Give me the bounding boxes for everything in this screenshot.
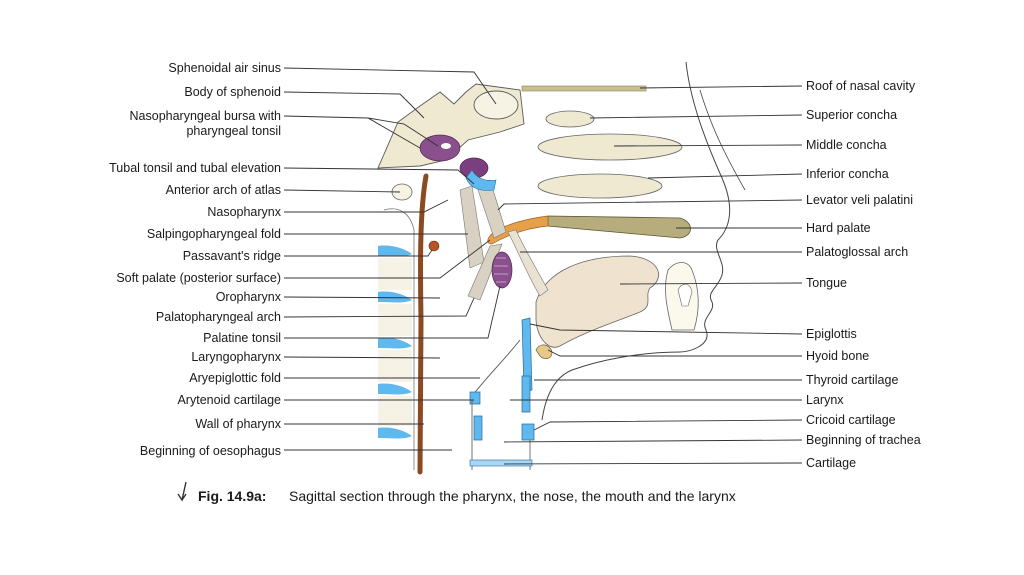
label-nasopharyngeal-bursa: Nasopharyngeal bursa with (130, 109, 282, 123)
soft-palate (487, 215, 549, 245)
pharyngeal-tonsil (419, 134, 461, 162)
label-thyroid-cartilage: Thyroid cartilage (806, 373, 898, 387)
right-labels: Roof of nasal cavity Superior concha Mid… (806, 79, 921, 470)
label-sphenoidal-air-sinus: Sphenoidal air sinus (168, 61, 281, 75)
arytenoid-lower (473, 415, 483, 441)
label-roof-of-nasal-cavity: Roof of nasal cavity (806, 79, 916, 93)
palatopharyngeal-arch-shape (467, 243, 503, 301)
inferior-concha (537, 173, 663, 199)
label-wall-of-pharynx: Wall of pharynx (195, 417, 281, 431)
label-salpingopharyngeal-fold: Salpingopharyngeal fold (147, 227, 281, 241)
left-leader-lines (283, 67, 501, 451)
incisor-shape (677, 283, 693, 307)
vertebral-discs (378, 245, 412, 439)
label-beginning-of-oesophagus: Beginning of oesophagus (140, 444, 281, 458)
label-inferior-concha: Inferior concha (806, 167, 889, 181)
tubal-elevation (465, 169, 497, 191)
label-levator-veli-palatini: Levator veli palatini (806, 193, 913, 207)
roof-of-nasal-cavity (521, 85, 647, 92)
label-nasopharynx: Nasopharynx (207, 205, 281, 219)
label-larynx: Larynx (806, 393, 844, 407)
label-pharyngeal-tonsil: pharyngeal tonsil (186, 124, 281, 138)
label-palatopharyngeal-arch: Palatopharyngeal arch (156, 310, 281, 324)
cricoid-cartilage (521, 423, 535, 441)
pharynx-wall (417, 173, 429, 475)
label-palatine-tonsil: Palatine tonsil (203, 331, 281, 345)
tracheal-cartilage (469, 459, 533, 467)
salpingopharyngeal-fold-shape (459, 185, 485, 269)
arytenoid-cartilage (469, 391, 481, 405)
label-hard-palate: Hard palate (806, 221, 871, 235)
nasal-back-line (699, 89, 746, 191)
label-aryepiglottic-fold: Aryepiglottic fold (189, 371, 281, 385)
caption-text: Sagittal section through the pharynx, th… (289, 488, 736, 504)
label-hyoid-bone: Hyoid bone (806, 349, 869, 363)
label-arytenoid-cartilage: Arytenoid cartilage (177, 393, 281, 407)
label-epiglottis: Epiglottis (806, 327, 857, 341)
thyroid-cartilage (521, 375, 531, 413)
label-body-of-sphenoid: Body of sphenoid (184, 85, 281, 99)
label-anterior-arch-of-atlas: Anterior arch of atlas (166, 183, 281, 197)
label-laryngopharynx: Laryngopharynx (191, 350, 281, 364)
palatine-tonsil-crypts (494, 257, 508, 283)
caption-figure-number: Fig. 14.9a: (198, 488, 266, 504)
right-leader-lines (497, 85, 803, 465)
left-labels: Sphenoidal air sinus Body of sphenoid Na… (109, 61, 282, 458)
palatine-tonsil (491, 251, 513, 289)
sphenoidal-air-sinus (473, 90, 519, 120)
superior-concha (545, 110, 595, 128)
caption-arrow-icon (177, 481, 187, 502)
pharyngeal-tonsil-inner (441, 143, 451, 149)
middle-concha (537, 133, 683, 161)
label-soft-palate: Soft palate (posterior surface) (116, 271, 281, 285)
label-cricoid-cartilage: Cricoid cartilage (806, 413, 896, 427)
label-cartilage: Cartilage (806, 456, 856, 470)
tongue (535, 255, 659, 348)
label-middle-concha: Middle concha (806, 138, 887, 152)
label-passavants-ridge: Passavant's ridge (183, 249, 281, 263)
label-tongue: Tongue (806, 276, 847, 290)
aryepiglottic-fold (471, 339, 521, 397)
label-beginning-of-trachea: Beginning of trachea (806, 433, 921, 447)
hard-palate (547, 215, 691, 239)
prevertebral-outline (383, 208, 415, 470)
epiglottis (521, 317, 533, 393)
label-oropharynx: Oropharynx (216, 290, 282, 304)
passavants-ridge (428, 240, 440, 252)
label-tubal-tonsil: Tubal tonsil and tubal elevation (109, 161, 281, 175)
palatoglossal-fold (507, 229, 549, 297)
label-palatoglossal-arch: Palatoglossal arch (806, 245, 908, 259)
label-superior-concha: Superior concha (806, 108, 897, 122)
vertebral-bodies (378, 258, 412, 426)
face-profile (541, 61, 731, 421)
hyoid-bone (535, 344, 553, 359)
